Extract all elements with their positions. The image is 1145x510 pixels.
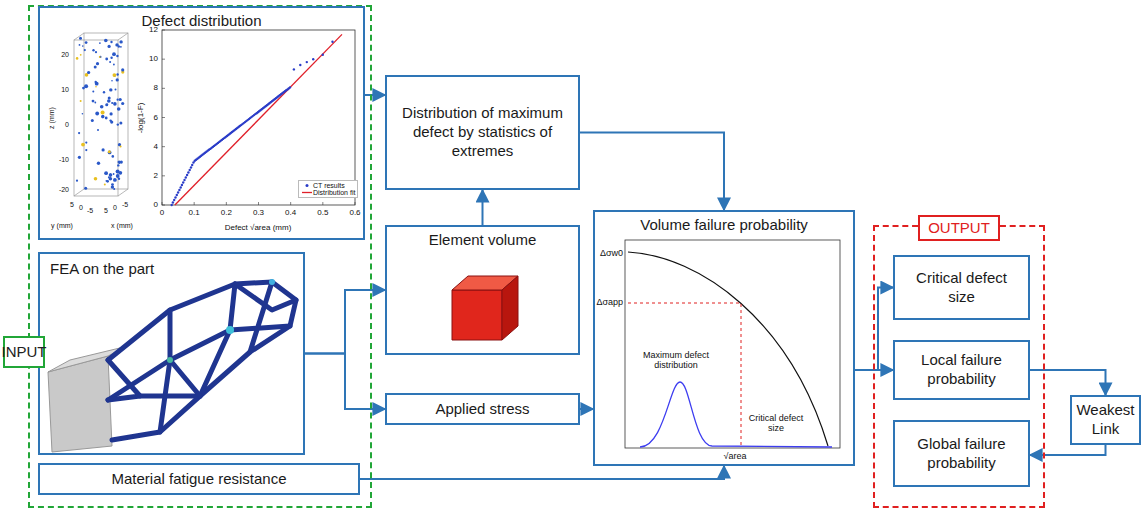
chart-annotation: Δσw0: [600, 249, 623, 259]
box-title: Element volume: [429, 231, 537, 250]
axis-label: 10: [149, 55, 158, 64]
axis-label: 0.1: [189, 209, 200, 218]
process-box: Material fatigue resistance: [38, 463, 360, 495]
legend-sample: [301, 189, 313, 196]
defect-box: Defect distribution: [38, 6, 365, 240]
axis-label: z (mm): [48, 107, 56, 129]
fea-part: [48, 279, 296, 452]
connector-arrow: [855, 369, 893, 371]
box-title: Global failure probability: [901, 435, 1022, 473]
axis-label: -10: [59, 156, 69, 164]
connector-arrow: [855, 288, 893, 371]
process-box: Distribution of maximum defect by statis…: [385, 75, 580, 190]
connector-arrow: [482, 190, 484, 225]
box-title: Material fatigue resistance: [111, 470, 286, 489]
connector-arrow: [305, 290, 385, 354]
plot-frame: [162, 30, 355, 205]
axis-label: 8: [154, 84, 158, 93]
volume-box: Element volume: [385, 225, 580, 355]
axis-label: 0: [160, 209, 164, 218]
scatter-box: [74, 33, 128, 196]
box-title: Critical defect size: [901, 269, 1022, 307]
chart-box: Volume failure probability: [593, 210, 855, 466]
axis-label: y (mm): [51, 222, 73, 230]
connector-arrow: [580, 408, 593, 410]
axis-label: 0: [113, 204, 117, 212]
axis-label: 10: [61, 86, 69, 94]
axis-label: 4: [154, 142, 158, 151]
box-title: Defect distribution: [141, 12, 261, 31]
group-heading: OUTPUT: [928, 219, 990, 238]
axis-label: 5: [70, 201, 74, 209]
fea-box: FEA on the part: [38, 252, 305, 455]
plot-legend: CT resultsDistribution fit: [298, 180, 358, 198]
element-cube: [452, 276, 518, 340]
connector-arrow: [1030, 370, 1106, 395]
axis-label: Defect √area (mm): [225, 224, 292, 233]
legend-sample: [301, 182, 313, 189]
axis-label: 0.3: [253, 209, 264, 218]
ct-points: [171, 41, 334, 207]
output-box: Global failure probability: [893, 420, 1030, 487]
connector-arrow: [1030, 445, 1106, 455]
axis-label: 12: [149, 26, 158, 35]
axis-label: 6: [154, 113, 158, 122]
axis-label: x (mm): [111, 222, 133, 230]
chart-annotation: Δσapp: [596, 298, 623, 308]
output-box: Critical defect size: [893, 255, 1030, 320]
axis-label: 5: [104, 207, 108, 215]
box-title: Distribution of maximum defect by statis…: [393, 104, 572, 160]
group-heading: INPUT: [2, 343, 47, 362]
chart-annotation: Maximum defect distribution: [633, 351, 719, 371]
axis-label: 20: [61, 51, 69, 59]
axis-label: -5: [87, 207, 93, 215]
box-title: Volume failure probability: [640, 216, 808, 235]
fit-line: [175, 34, 342, 205]
axis-label: 0.4: [285, 209, 296, 218]
failure-chart: [625, 240, 840, 448]
chart-annotation: √area: [724, 452, 747, 462]
axis-label: -log(1-F): [137, 103, 146, 134]
axis-label: 0: [65, 121, 69, 129]
axis-label: 0.2: [221, 209, 232, 218]
connector-arrow: [580, 133, 724, 211]
axis-label: 0.5: [317, 209, 328, 218]
box-title: Local failure probability: [901, 351, 1022, 389]
legend-row: CT results: [301, 182, 355, 189]
axis-label: -20: [59, 186, 69, 194]
chart-annotation: Critical defect size: [748, 414, 804, 434]
box-title: Weakest Link: [1076, 401, 1134, 439]
axis-label: -5: [122, 201, 128, 209]
defect-dots: [76, 37, 125, 190]
connector-arrow: [360, 466, 724, 479]
axis-label: 0: [154, 201, 158, 210]
legend-text: CT results: [313, 182, 345, 189]
input-group: INPUTDefect distributionFEA on the partM…: [28, 5, 372, 508]
axis-label: 0.6: [349, 209, 360, 218]
axis-label: 2: [154, 171, 158, 180]
output-box: Local failure probability: [893, 340, 1030, 400]
legend-row: Distribution fit: [301, 189, 355, 196]
axis-label: 0: [79, 204, 83, 212]
plot-ticks: [162, 30, 355, 205]
connector-arrow: [365, 94, 385, 96]
box-title: Applied stress: [435, 400, 529, 419]
process-box: Applied stress: [385, 393, 580, 425]
legend-text: Distribution fit: [313, 189, 355, 196]
process-box: Weakest Link: [1070, 395, 1141, 445]
group-heading-box: OUTPUT: [918, 215, 1000, 241]
group-heading-box: INPUT: [3, 336, 45, 368]
connector-arrow: [305, 354, 385, 410]
box-title: FEA on the part: [50, 260, 154, 279]
output-group: OUTPUTCritical defect sizeLocal failure …: [873, 225, 1045, 508]
